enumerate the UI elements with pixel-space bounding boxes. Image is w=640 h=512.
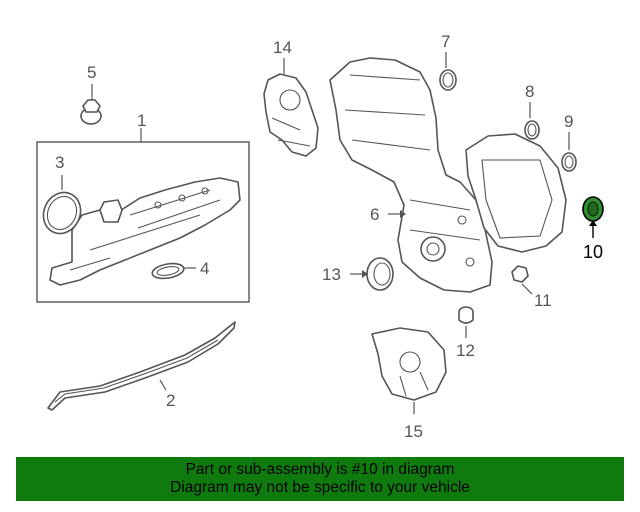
banner-line-1: Part or sub-assembly is #10 in diagram (185, 461, 455, 478)
oring-part-8[interactable] (524, 102, 540, 140)
callout-7: 7 (441, 32, 450, 51)
timing-cover-part-6[interactable] (329, 57, 493, 293)
banner-line-2: Diagram may not be specific to your vehi… (170, 479, 470, 496)
bushing-part-12[interactable] (458, 306, 474, 338)
gasket-part-2[interactable] (47, 321, 236, 411)
part-info-banner: Part or sub-assembly is #10 in diagram D… (16, 457, 624, 501)
callout-15: 15 (404, 422, 423, 441)
oring-part-7[interactable] (439, 52, 457, 91)
pump-part-14[interactable] (263, 58, 319, 157)
callout-9: 9 (564, 112, 573, 131)
callout-12: 12 (456, 341, 475, 360)
callout-14: 14 (273, 38, 292, 57)
crank-seal-part-13[interactable] (350, 257, 394, 291)
callout-10: 10 (583, 242, 603, 262)
callout-11: 11 (534, 291, 552, 310)
callout-2: 2 (166, 391, 175, 410)
callout-13: 13 (322, 265, 341, 284)
seal-part-4[interactable] (151, 261, 196, 280)
valve-cover-assembly[interactable] (36, 128, 250, 303)
oring-part-9[interactable] (561, 132, 577, 172)
callout-4: 4 (200, 259, 209, 278)
gasket-part-3[interactable] (37, 175, 87, 240)
callout-3: 3 (55, 153, 64, 172)
callout-1: 1 (137, 111, 146, 130)
cover-plate[interactable] (465, 133, 567, 253)
plug-part-11[interactable] (511, 265, 533, 295)
oil-cap-part-5[interactable] (80, 84, 102, 125)
lower-cover-part-15[interactable] (371, 327, 447, 414)
seal-part-10-highlighted[interactable] (582, 196, 604, 238)
callout-8: 8 (525, 82, 534, 101)
callout-6: 6 (370, 205, 379, 224)
callout-5: 5 (87, 63, 96, 82)
parts-diagram: 1 2 3 4 5 6 7 8 9 10 11 12 13 14 15 (36, 32, 604, 441)
